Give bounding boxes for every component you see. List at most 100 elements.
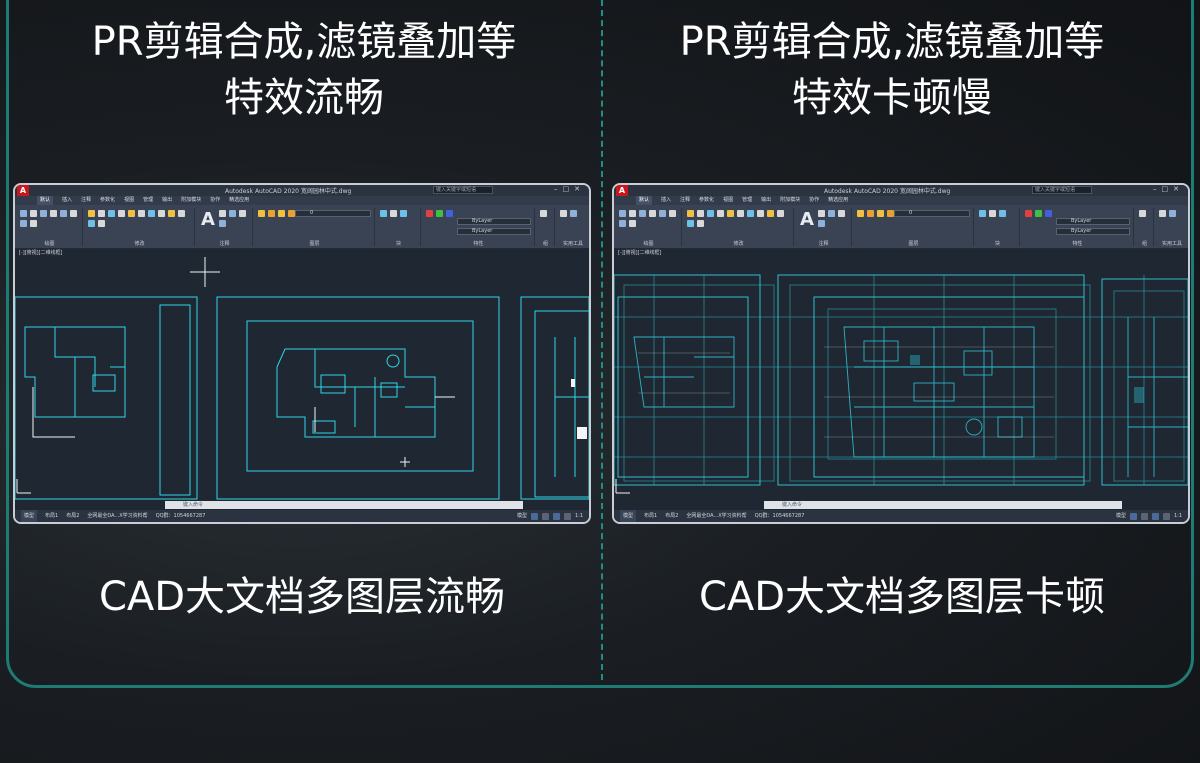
group-label-block: 块 <box>994 241 1000 247</box>
window-controls[interactable]: –□✕ <box>1153 185 1184 193</box>
group-label-draw: 绘图 <box>643 241 654 247</box>
lineweight-dropdown[interactable]: ByLayer <box>1056 228 1130 235</box>
ribbon-group-draw[interactable]: 绘图 <box>17 208 83 247</box>
cad-ribbon: 绘图 修改 A 注释 0 图层 块 ByLayer ByLayer 特性 组 <box>614 205 1188 249</box>
ortho-icon[interactable] <box>552 512 560 520</box>
group-label-modify: 修改 <box>134 241 145 247</box>
cad-drawing-canvas-laggy[interactable] <box>614 257 1188 501</box>
menu-addins[interactable]: 附加模块 <box>780 197 801 203</box>
autocad-logo-icon[interactable]: A <box>616 185 628 196</box>
status-scale[interactable]: 1:1 <box>1173 513 1182 519</box>
menu-collaborate[interactable]: 协作 <box>210 197 221 203</box>
ribbon-group-modify[interactable]: 修改 <box>684 208 794 247</box>
menu-manage[interactable]: 管理 <box>742 197 753 203</box>
ribbon-group-block[interactable]: 块 <box>976 208 1020 247</box>
ribbon-group-group[interactable]: 组 <box>537 208 555 247</box>
ribbon-group-properties[interactable]: ByLayer ByLayer 特性 <box>1022 208 1134 247</box>
grid-icon[interactable] <box>1129 512 1137 520</box>
center-divider <box>601 0 603 680</box>
linetype-dropdown[interactable]: ByLayer <box>457 218 531 225</box>
cad-search-input[interactable]: 键入关键字或短语 <box>433 186 493 194</box>
group-label-block: 块 <box>395 241 401 247</box>
group-label-utilities: 实用工具 <box>562 241 583 247</box>
ribbon-group-layers[interactable]: 0 图层 <box>255 208 375 247</box>
left-heading: PR剪辑合成,滤镜叠加等 特效流畅 <box>24 14 584 126</box>
status-tab-layout2[interactable]: 布局2 <box>66 513 80 519</box>
status-tab-model[interactable]: 模型 <box>620 510 637 522</box>
command-line-input[interactable]: 键入命令 <box>165 501 523 509</box>
menu-output[interactable]: 输出 <box>162 197 173 203</box>
status-model[interactable]: 模型 <box>1115 513 1126 519</box>
text-a-icon: A <box>800 209 814 230</box>
linetype-dropdown[interactable]: ByLayer <box>1056 218 1130 225</box>
autocad-logo-icon[interactable]: A <box>17 185 29 196</box>
status-model[interactable]: 模型 <box>516 513 527 519</box>
menu-view[interactable]: 视图 <box>124 197 135 203</box>
status-text: 全网最全DA...X学习资料帮 <box>686 513 747 519</box>
left-caption: CAD大文档多图层流畅 <box>98 574 506 620</box>
menu-view[interactable]: 视图 <box>723 197 734 203</box>
menu-featured[interactable]: 精选应用 <box>229 197 250 203</box>
status-tab-layout1[interactable]: 布局1 <box>45 513 59 519</box>
menu-default[interactable]: 默认 <box>37 196 54 205</box>
menu-parametric[interactable]: 参数化 <box>699 197 715 203</box>
cad-window-left: A Autodesk AutoCAD 2020 宽阔园林中式.dwg 键入关键字… <box>13 183 591 524</box>
menu-insert[interactable]: 插入 <box>661 197 672 203</box>
right-caption: CAD大文档多图层卡顿 <box>698 574 1106 620</box>
ribbon-group-layers[interactable]: 0 图层 <box>854 208 974 247</box>
status-tab-layout1[interactable]: 布局1 <box>644 513 658 519</box>
menu-parametric[interactable]: 参数化 <box>100 197 116 203</box>
polar-icon[interactable] <box>563 512 571 520</box>
left-heading-line-1: PR剪辑合成,滤镜叠加等 <box>91 19 517 65</box>
menu-annotate[interactable]: 注释 <box>680 197 691 203</box>
group-label-modify: 修改 <box>733 241 744 247</box>
right-heading-line-1: PR剪辑合成,滤镜叠加等 <box>679 19 1105 65</box>
group-label-annotate: 注释 <box>818 241 829 247</box>
command-line-input[interactable]: 键入命令 <box>764 501 1122 509</box>
right-heading-line-2: 特效卡顿慢 <box>792 75 992 121</box>
lineweight-dropdown[interactable]: ByLayer <box>457 228 531 235</box>
ribbon-group-properties[interactable]: ByLayer ByLayer 特性 <box>423 208 535 247</box>
cad-window-right: A Autodesk AutoCAD 2020 宽阔园林中式.dwg 键入关键字… <box>612 183 1190 524</box>
window-controls[interactable]: –□✕ <box>554 185 585 193</box>
ribbon-group-utilities[interactable]: 实用工具 <box>1156 208 1188 247</box>
group-label-properties: 特性 <box>473 241 484 247</box>
cad-statusbar: 模型 布局1 布局2 全网最全DA...X学习资料帮 QQ群：105466728… <box>15 510 589 522</box>
ribbon-group-group[interactable]: 组 <box>1136 208 1154 247</box>
menu-insert[interactable]: 插入 <box>62 197 73 203</box>
status-qq: QQ群：1054667287 <box>155 513 206 519</box>
cad-menubar: 默认 插入 注释 参数化 视图 管理 输出 附加模块 协作 精选应用 <box>15 196 589 205</box>
menu-featured[interactable]: 精选应用 <box>828 197 849 203</box>
group-label-layers: 图层 <box>309 241 320 247</box>
ribbon-group-utilities[interactable]: 实用工具 <box>557 208 589 247</box>
grid-icon[interactable] <box>530 512 538 520</box>
status-scale[interactable]: 1:1 <box>574 513 583 519</box>
ribbon-group-draw[interactable]: 绘图 <box>616 208 682 247</box>
viewport-label[interactable]: [-][俯视][二维线框] <box>614 249 1188 257</box>
snap-icon[interactable] <box>1140 512 1148 520</box>
ribbon-group-annotate[interactable]: A 注释 <box>796 208 852 247</box>
layer-dropdown[interactable]: 0 <box>894 210 970 217</box>
status-text: 全网最全DA...X学习资料帮 <box>87 513 148 519</box>
viewport-label[interactable]: [-][俯视][二维线框] <box>15 249 589 257</box>
cad-app-title: Autodesk AutoCAD 2020 宽阔园林中式.dwg <box>824 188 951 195</box>
cad-menubar: 默认 插入 注释 参数化 视图 管理 输出 附加模块 协作 精选应用 <box>614 196 1188 205</box>
snap-icon[interactable] <box>541 512 549 520</box>
polar-icon[interactable] <box>1162 512 1170 520</box>
cad-search-input[interactable]: 键入关键字或短语 <box>1032 186 1092 194</box>
ortho-icon[interactable] <box>1151 512 1159 520</box>
ribbon-group-block[interactable]: 块 <box>377 208 421 247</box>
ribbon-group-modify[interactable]: 修改 <box>85 208 195 247</box>
menu-addins[interactable]: 附加模块 <box>181 197 202 203</box>
menu-default[interactable]: 默认 <box>636 196 653 205</box>
status-tab-layout2[interactable]: 布局2 <box>665 513 679 519</box>
cad-drawing-canvas-smooth[interactable] <box>15 257 589 501</box>
menu-manage[interactable]: 管理 <box>143 197 154 203</box>
menu-annotate[interactable]: 注释 <box>81 197 92 203</box>
status-tab-model[interactable]: 模型 <box>21 510 38 522</box>
layer-dropdown[interactable]: 0 <box>295 210 371 217</box>
menu-output[interactable]: 输出 <box>761 197 772 203</box>
ribbon-group-annotate[interactable]: A 注释 <box>197 208 253 247</box>
menu-collaborate[interactable]: 协作 <box>809 197 820 203</box>
group-label-draw: 绘图 <box>44 241 55 247</box>
